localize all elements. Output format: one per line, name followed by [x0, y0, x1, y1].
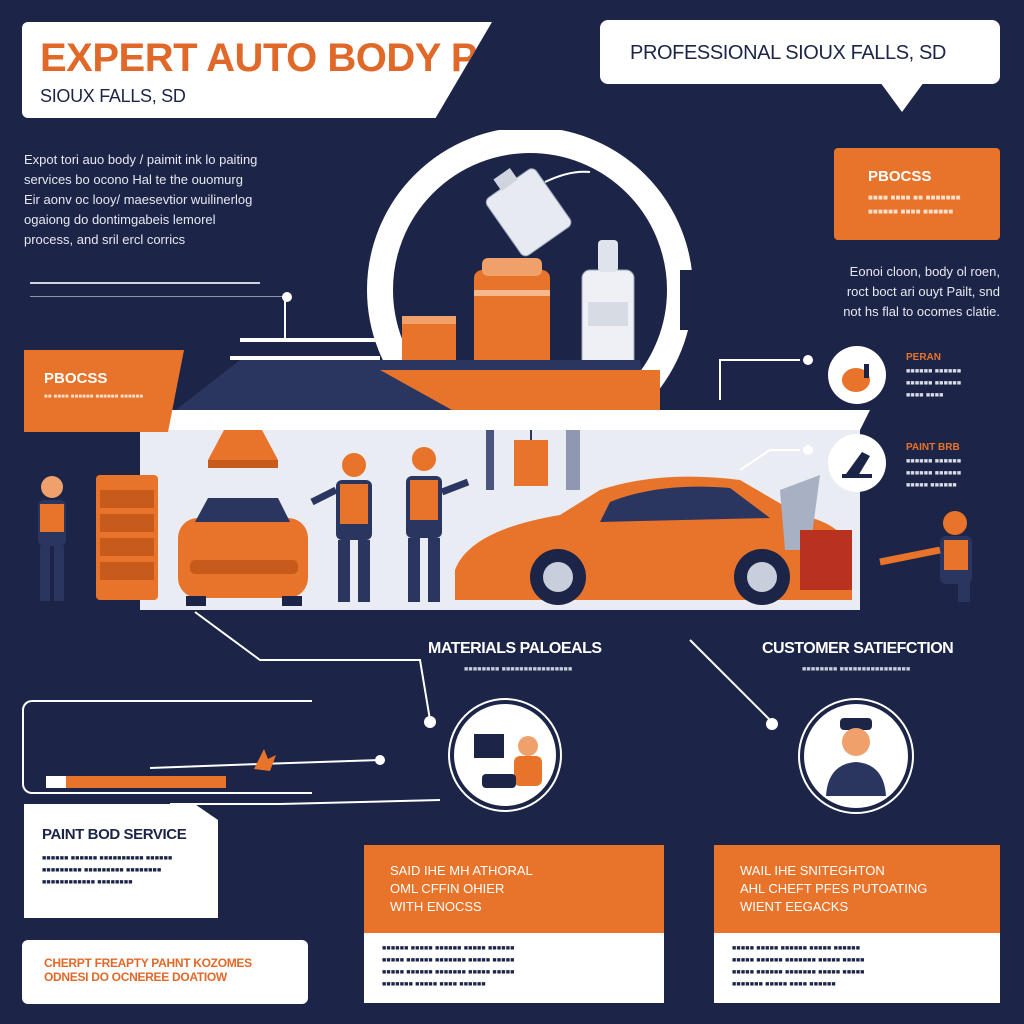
- side-item-line: ■■■■ ■■■■: [906, 392, 944, 399]
- body-line: ■■■■■ ■■■■■ ■■■■■■ ■■■■■ ■■■■■■: [732, 945, 861, 952]
- worker-figure: [879, 511, 972, 602]
- side-item-line: ■■■■■■ ■■■■■■: [906, 368, 962, 375]
- side-item-line: ■■■■■ ■■■■■■: [906, 482, 957, 489]
- service-line: ■■■■■■ ■■■■■■ ■■■■■■■■■■ ■■■■■■: [42, 855, 173, 862]
- body-line: ■■■■■■■ ■■■■■ ■■■■ ■■■■■■: [382, 981, 486, 988]
- intro-line: process, and sril ercl corrics: [24, 232, 186, 247]
- page-title: EXPERT AUTO BODY PAINT: [40, 36, 566, 80]
- desc-line: not hs flal to ocomes clatie.: [843, 304, 1000, 319]
- materials-sub: ■■■■■■■■ ■■■■■■■■■■■■■■■■: [464, 666, 573, 673]
- service-progress-fill: [66, 776, 226, 788]
- footer-card: CHERPT FREAPTY PAHNT KOZOMES ODNESI DO O…: [22, 940, 308, 1004]
- car-front: [178, 498, 308, 606]
- materials-title: MATERIALS PALOEALS: [428, 640, 602, 657]
- process-card-top: PBOCSS ■■■■ ■■■■ ■■ ■■■■■■■ ■■■■■■ ■■■■ …: [834, 148, 1000, 240]
- spark-icon: [250, 745, 280, 773]
- body-line: ■■■■■ ■■■■■■ ■■■■■■■ ■■■■■ ■■■■■: [382, 969, 515, 976]
- footer-line: CHERPT FREAPTY PAHNT KOZOMES: [44, 956, 252, 970]
- customer-avatar: [800, 700, 912, 812]
- tagline-text: PROFESSIONAL SIOUX FALLS, SD: [630, 42, 946, 64]
- body-line: ■■■■■■ ■■■■■ ■■■■■■ ■■■■■ ■■■■■■: [382, 945, 515, 952]
- materials-icon: [450, 700, 560, 810]
- customer-title: CUSTOMER SATIEFCTION: [762, 640, 954, 657]
- body-line: ■■■■■■■ ■■■■■ ■■■■ ■■■■■■: [732, 981, 836, 988]
- customer-sub: ■■■■■■■■ ■■■■■■■■■■■■■■■■: [802, 666, 911, 673]
- customer-card-line: WAIL IHE SNITEGHTON: [740, 863, 885, 878]
- service-card: PAINT BOD SERVICE ■■■■■■ ■■■■■■ ■■■■■■■■…: [24, 804, 218, 918]
- footer-line: ODNESI DO OCNEREE DOATIOW: [44, 970, 227, 984]
- customer-body: ■■■■■ ■■■■■ ■■■■■■ ■■■■■ ■■■■■■ ■■■■■ ■■…: [714, 933, 1000, 1003]
- process-top-line: ■■■■■■ ■■■■ ■■■■■■: [868, 207, 954, 216]
- connector-dot: [282, 292, 292, 302]
- materials-card: SAID IHE MH ATHORAL OML CFFIN OHIER WITH…: [364, 845, 664, 933]
- customer-card-line: WIENT EEGACKS: [740, 899, 849, 914]
- intro-divider: [30, 282, 260, 284]
- worker-figure: [406, 447, 470, 602]
- materials-card-line: SAID IHE MH ATHORAL: [390, 863, 533, 878]
- worker-figure: [38, 476, 66, 601]
- body-line: ■■■■■ ■■■■■■ ■■■■■■■ ■■■■■ ■■■■■: [732, 969, 865, 976]
- body-line: ■■■■■ ■■■■■■ ■■■■■■■ ■■■■■ ■■■■■: [732, 957, 865, 964]
- side-item-line: ■■■■■■ ■■■■■■: [906, 380, 962, 387]
- side-item-1: PERAN ■■■■■■ ■■■■■■ ■■■■■■ ■■■■■■ ■■■■ ■…: [828, 346, 1018, 408]
- tagline-bubble: PROFESSIONAL SIOUX FALLS, SD: [600, 20, 1000, 84]
- process-top-desc: Eonoi cloon, body ol roen, roct boct ari…: [790, 262, 1000, 322]
- intro-text: Expot tori auo body / paimit ink lo pait…: [24, 150, 344, 250]
- process-left-title: PBOCSS: [44, 370, 108, 387]
- intro-line: Expot tori auo body / paimit ink lo pait…: [24, 152, 258, 167]
- paint-cup-icon: [828, 346, 886, 404]
- service-frame: [22, 700, 312, 794]
- side-item-2: PAINT BRB ■■■■■■ ■■■■■■ ■■■■■■ ■■■■■■ ■■…: [828, 434, 1018, 496]
- desc-line: Eonoi cloon, body ol roen,: [849, 264, 1000, 279]
- desc-line: roct boct ari ouyt Pailt, snd: [846, 284, 1000, 299]
- process-card-left: PBOCSS ■■ ■■■■ ■■■■■■ ■■■■■■ ■■■■■■: [24, 350, 184, 432]
- workshop-illustration: [38, 130, 972, 610]
- side-item-line: ■■■■■■ ■■■■■■: [906, 470, 962, 477]
- bubble-tail: [880, 82, 924, 112]
- service-title: PAINT BOD SERVICE: [42, 826, 187, 843]
- materials-card-line: WITH ENOCSS: [390, 899, 482, 914]
- customer-card-line: AHL CHEFT PFES PUTOATING: [740, 881, 928, 896]
- title-card: EXPERT AUTO BODY PAINT SIOUX FALLS, SD: [22, 22, 492, 118]
- process-top-title: PBOCSS: [868, 168, 932, 185]
- process-left-line: ■■ ■■■■ ■■■■■■ ■■■■■■ ■■■■■■: [44, 394, 144, 400]
- side-item-title: PERAN: [906, 352, 942, 363]
- side-item-title: PAINT BRB: [906, 442, 960, 453]
- car-side: [455, 475, 852, 605]
- spray-gun-icon: [828, 434, 886, 492]
- side-item-line: ■■■■■■ ■■■■■■: [906, 458, 962, 465]
- page-subtitle: SIOUX FALLS, SD: [40, 86, 186, 106]
- process-top-line: ■■■■ ■■■■ ■■ ■■■■■■■: [868, 193, 961, 202]
- intro-divider-short: [30, 296, 285, 297]
- intro-line: services bo ocono Hal te the ouomurg: [24, 172, 243, 187]
- service-line: ■■■■■■■■■■■■ ■■■■■■■■: [42, 879, 133, 886]
- body-line: ■■■■■ ■■■■■■ ■■■■■■■ ■■■■■ ■■■■■: [382, 957, 515, 964]
- customer-card: WAIL IHE SNITEGHTON AHL CHEFT PFES PUTOA…: [714, 845, 1000, 933]
- worker-figure: [310, 453, 372, 602]
- intro-line: Eir aonv oc looy/ maesevtior wuilinerlog: [24, 192, 253, 207]
- intro-line: ogaiong do dontimgabeis lemorel: [24, 212, 216, 227]
- materials-card-line: OML CFFIN OHIER: [390, 881, 505, 896]
- service-line: ■■■■■■■■■ ■■■■■■■■■ ■■■■■■■■: [42, 867, 162, 874]
- materials-body: ■■■■■■ ■■■■■ ■■■■■■ ■■■■■ ■■■■■■ ■■■■■ ■…: [364, 933, 664, 1003]
